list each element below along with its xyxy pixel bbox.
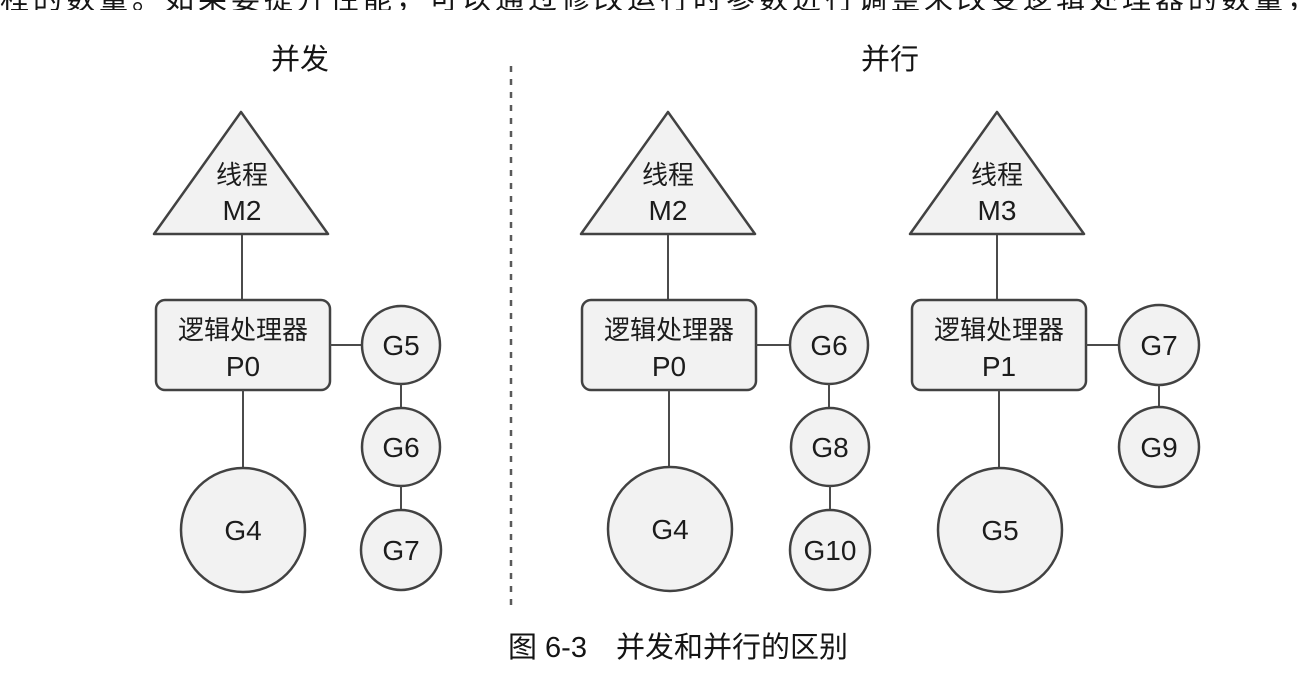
thread-id-label: M2 bbox=[649, 195, 688, 226]
queued-goroutine-label: G5 bbox=[382, 330, 419, 361]
thread-type-label: 线程 bbox=[642, 160, 694, 190]
panel-title-concurrency: 并发 bbox=[271, 43, 329, 76]
running-goroutine-circle bbox=[936, 466, 1064, 594]
thread-type-label: 线程 bbox=[216, 160, 268, 190]
running-goroutine-circle bbox=[179, 466, 307, 594]
thread-id-label: M2 bbox=[223, 195, 262, 226]
queued-goroutine-label: G10 bbox=[804, 535, 857, 566]
running-goroutine-label: G4 bbox=[651, 514, 688, 545]
queued-goroutine-circle bbox=[1117, 405, 1201, 489]
thread-triangle bbox=[908, 110, 1086, 236]
thread-triangle bbox=[579, 110, 757, 236]
queued-goroutine-label: G9 bbox=[1140, 432, 1177, 463]
processor-id-label: P0 bbox=[226, 351, 260, 382]
queued-goroutine-label: G7 bbox=[1140, 330, 1177, 361]
clipped-paragraph-text: 程的数量。如果要提升性能，可以通过修改运行时参数进行调整来改变逻辑处理器的数量，… bbox=[0, 0, 1304, 10]
queued-goroutine-label: G6 bbox=[810, 330, 847, 361]
figure-caption: 图 6-3 并发和并行的区别 bbox=[508, 631, 848, 664]
processor-id-label: P0 bbox=[652, 351, 686, 382]
queued-goroutine-circle bbox=[788, 508, 872, 592]
processor-type-label: 逻辑处理器 bbox=[178, 315, 308, 345]
running-goroutine-circle bbox=[606, 465, 734, 593]
running-goroutine-label: G4 bbox=[224, 515, 261, 546]
queued-goroutine-label: G7 bbox=[382, 535, 419, 566]
queued-goroutine-circle bbox=[359, 508, 443, 592]
thread-triangle bbox=[152, 110, 330, 236]
thread-type-label: 线程 bbox=[971, 160, 1023, 190]
parallelism-column-1: 线程 M2 逻辑处理器 P0 G4 G6 G8 G10 bbox=[579, 110, 872, 593]
processor-type-label: 逻辑处理器 bbox=[934, 315, 1064, 345]
queued-goroutine-label: G6 bbox=[382, 432, 419, 463]
panel-title-parallelism: 并行 bbox=[861, 43, 919, 76]
processor-type-label: 逻辑处理器 bbox=[604, 315, 734, 345]
processor-id-label: P1 bbox=[982, 351, 1016, 382]
thread-id-label: M3 bbox=[978, 195, 1017, 226]
concurrency-column: 线程 M2 逻辑处理器 P0 G4 G5 G6 G7 bbox=[152, 110, 443, 594]
queued-goroutine-label: G8 bbox=[811, 432, 848, 463]
running-goroutine-label: G5 bbox=[981, 515, 1018, 546]
parallelism-column-2: 线程 M3 逻辑处理器 P1 G5 G7 G9 bbox=[908, 110, 1201, 594]
